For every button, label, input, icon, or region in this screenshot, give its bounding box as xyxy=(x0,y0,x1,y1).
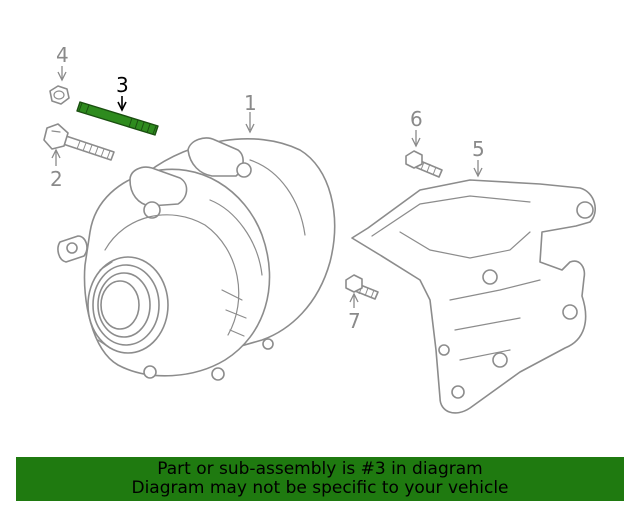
callout-4: 4 xyxy=(56,43,69,67)
nut-part[interactable] xyxy=(49,85,70,105)
bolt-7-part[interactable] xyxy=(345,274,379,300)
long-bolt-part[interactable] xyxy=(43,123,115,161)
bracket-part[interactable] xyxy=(351,179,596,414)
leader-lines xyxy=(51,66,483,308)
callout-7: 7 xyxy=(348,309,361,333)
callout-1: 1 xyxy=(244,91,257,115)
bolt-6-part[interactable] xyxy=(405,150,443,178)
callout-2: 2 xyxy=(50,167,63,191)
parts-diagram: 1 2 3 4 5 6 7 xyxy=(43,43,596,414)
callout-6: 6 xyxy=(410,107,423,131)
alternator-part[interactable] xyxy=(57,137,336,381)
banner-line-2: Diagram may not be specific to your vehi… xyxy=(131,478,509,498)
part-info-banner: Part or sub-assembly is #3 in diagram Di… xyxy=(16,457,624,501)
callout-5: 5 xyxy=(472,137,485,161)
banner-line-1: Part or sub-assembly is #3 in diagram xyxy=(157,459,483,479)
callout-3: 3 xyxy=(116,73,129,97)
stud-part[interactable] xyxy=(76,101,159,136)
